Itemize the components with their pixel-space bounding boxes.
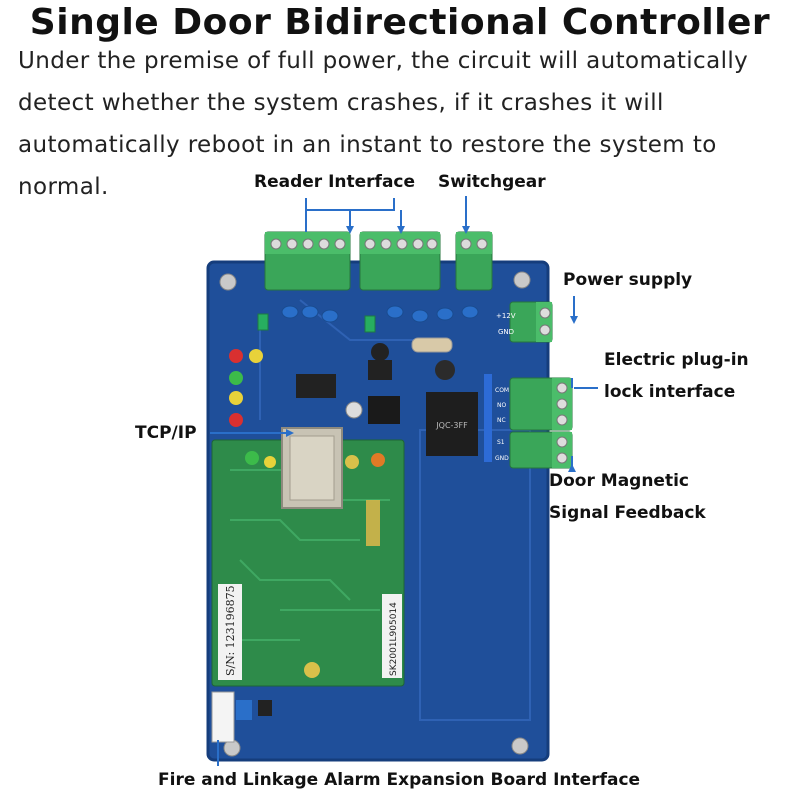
label-electric-lock-line1: Electric plug-in [604, 350, 749, 370]
led-icon [229, 413, 243, 427]
rj45-port-icon [281, 427, 343, 509]
label-reader-interface: Reader Interface [254, 172, 416, 192]
led-icon [229, 371, 243, 385]
label-door-magnetic-line1: Door Magnetic [549, 471, 689, 491]
ic-chip [296, 374, 336, 398]
door-terminal-block-icon [509, 431, 573, 469]
network-module: S/N: 123196875 SK2001L905014 [211, 439, 405, 687]
label-fire-linkage: Fire and Linkage Alarm Expansion Board I… [158, 770, 641, 790]
label-door-magnetic-line2: Signal Feedback [549, 503, 706, 523]
label-electric-lock-line2: lock interface [604, 382, 736, 402]
lock-terminal-block-icon [509, 377, 573, 431]
led-icon [229, 391, 243, 405]
page-title: Single Door Bidirectional Controller [29, 2, 771, 43]
mounting-hole [513, 271, 531, 289]
svg-text:NO: NO [497, 402, 506, 409]
switchgear-terminal-block-icon [455, 231, 493, 291]
svg-text:S1: S1 [497, 439, 505, 446]
mounting-hole [219, 273, 237, 291]
svg-text:GND: GND [495, 455, 509, 462]
fire-linkage-connector-icon [211, 691, 272, 743]
description: Under the premise of full power, the cir… [18, 48, 749, 200]
label-switchgear: Switchgear [438, 172, 546, 192]
svg-text:COM: COM [495, 387, 509, 394]
svg-text:+12V: +12V [496, 312, 516, 320]
mounting-hole [511, 737, 529, 755]
led-icon [229, 349, 243, 363]
power-terminal-block-icon [509, 301, 553, 343]
svg-text:SK2001L905014: SK2001L905014 [389, 602, 399, 676]
led-icon [249, 349, 263, 363]
svg-text:GND: GND [498, 328, 514, 336]
status-leds [229, 349, 263, 427]
reader-terminal-block-icon [264, 231, 441, 291]
relay-icon: JQC-3FF [426, 392, 478, 456]
label-power-supply: Power supply [563, 270, 693, 290]
leader-lines [210, 196, 598, 766]
svg-text:NC: NC [497, 417, 506, 424]
svg-text:JQC-3FF: JQC-3FF [435, 421, 468, 430]
svg-text:S/N: 123196875: S/N: 123196875 [224, 585, 237, 676]
label-tcp-ip: TCP/IP [135, 423, 197, 443]
